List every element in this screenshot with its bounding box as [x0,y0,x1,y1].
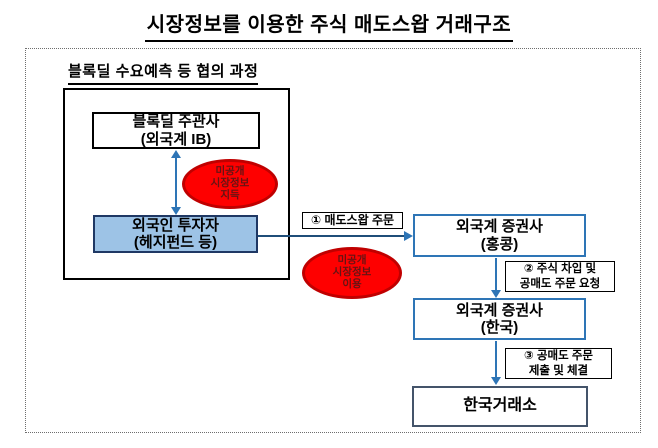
step3-label-line1: ③ 공매도 주문 [523,350,594,363]
negotiation-heading: 블록딜 수요예측 등 협의 과정 [68,60,259,85]
badge-use-line1: 미공개 [337,254,367,267]
step2-arrow-down-head-icon [491,290,501,298]
broker-kr-line2: (한국) [480,319,519,336]
label-step3-short-sale-execution: ③ 공매도 주문 제출 및 체결 [505,348,612,379]
step3-arrow-down-head-icon [491,377,501,385]
badge-nonpublic-info-used: 미공개 시장정보 이용 [302,247,402,299]
outer-dotted-frame [25,48,641,433]
step1-label-text: ① 매도스왑 주문 [310,213,395,227]
step3-label-line2: 제출 및 체결 [528,364,589,377]
label-step2-stock-borrow-request: ② 주식 차입 및 공매도 주문 요청 [505,261,615,292]
negotiation-heading-text: 블록딜 수요예측 등 협의 과정 [68,60,259,85]
node-blockdeal-underwriter: 블록딜 주관사 (외국계 IB) [92,112,260,149]
badge-use-line3: 이용 [342,277,362,290]
label-step1-sell-swap-order: ① 매도스왑 주문 [302,212,403,229]
node-foreign-broker-hongkong: 외국계 증권사 (홍콩) [413,214,586,257]
node-korea-exchange: 한국거래소 [412,386,588,427]
step1-arrow-line [258,235,404,237]
node-foreign-broker-korea: 외국계 증권사 (한국) [413,298,586,340]
underwriter-line2: (외국계 IB) [140,130,212,148]
investor-line2: (헤지펀드 등) [133,234,218,251]
exchange-label: 한국거래소 [463,397,537,415]
broker-hk-line2: (홍콩) [480,235,519,253]
page-title-text: 시장정보를 이용한 주식 매도스왑 거래구조 [144,8,514,42]
double-arrow-up-head-icon [171,150,181,158]
badge-use-line2: 시장정보 [332,266,372,279]
badge-acquire-line3: 지득 [220,188,240,201]
page-title: 시장정보를 이용한 주식 매도스왑 거래구조 [0,8,658,42]
step2-arrow-line [495,258,497,290]
badge-acquire-line2: 시장정보 [210,177,250,190]
double-arrow-down-head-icon [171,207,181,215]
badge-acquire-text: 미공개 시장정보 지득 [210,165,250,201]
badge-use-text: 미공개 시장정보 이용 [332,254,372,290]
badge-nonpublic-info-acquired: 미공개 시장정보 지득 [182,159,278,209]
step2-label-line2: 공매도 주문 요청 [519,277,601,290]
step2-label-line1: ② 주식 차입 및 [523,263,597,276]
node-foreign-investor: 외국인 투자자 (헤지펀드 등) [93,215,258,253]
investor-line1: 외국인 투자자 [132,216,219,234]
broker-hk-line1: 외국계 증권사 [456,218,543,236]
broker-kr-line1: 외국계 증권사 [456,301,543,319]
step3-arrow-line [495,341,497,377]
underwriter-line1: 블록딜 주관사 [132,113,220,131]
step1-arrow-right-head-icon [404,231,413,241]
badge-acquire-line1: 미공개 [215,165,245,178]
double-arrow-line [175,158,177,208]
